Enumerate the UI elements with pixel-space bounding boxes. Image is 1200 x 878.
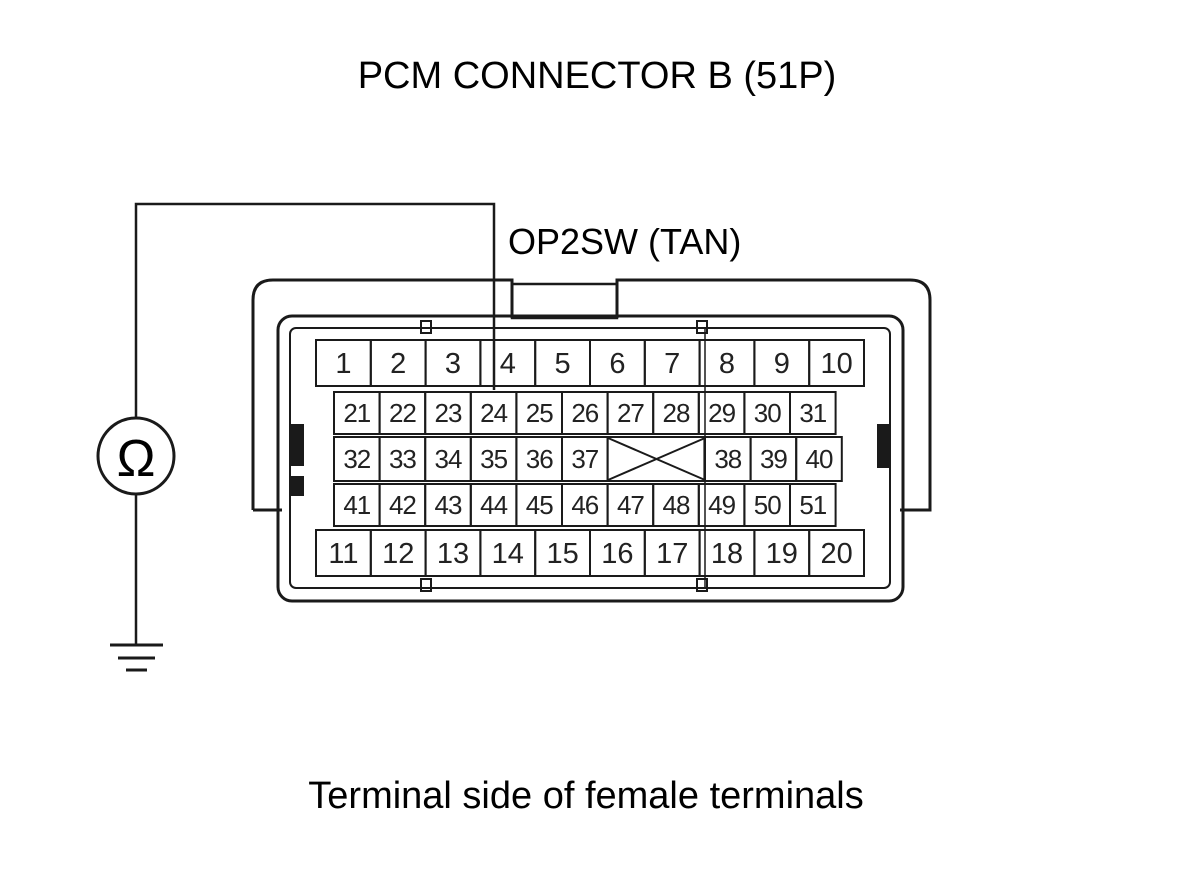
terminal-label-25: 25 [526,398,553,428]
terminal-label-35: 35 [480,444,507,474]
blank-cavity [607,437,706,481]
side-lock-left [291,424,304,466]
terminal-label-10: 10 [820,348,852,380]
terminal-label-22: 22 [389,398,416,428]
terminal-label-1: 1 [335,348,351,380]
terminal-label-23: 23 [435,398,462,428]
terminal-label-26: 26 [571,398,598,428]
terminal-label-43: 43 [435,490,462,520]
terminal-label-31: 31 [799,398,826,428]
terminal-label-50: 50 [754,490,781,520]
terminal-label-39: 39 [760,444,787,474]
terminal-label-14: 14 [492,538,524,570]
terminal-label-18: 18 [711,538,743,570]
diagram-title: PCM CONNECTOR B (51P) [358,55,837,97]
terminal-label-12: 12 [382,538,414,570]
terminal-label-48: 48 [663,490,690,520]
terminal-label-5: 5 [555,348,571,380]
terminal-label-20: 20 [820,538,852,570]
terminal-label-40: 40 [806,444,833,474]
terminal-label-30: 30 [754,398,781,428]
terminal-label-15: 15 [546,538,578,570]
terminal-label-4: 4 [500,348,516,380]
terminal-label-24: 24 [480,398,507,428]
terminal-label-7: 7 [664,348,680,380]
terminal-label-17: 17 [656,538,688,570]
terminal-label-44: 44 [480,490,507,520]
terminal-label-41: 41 [343,490,370,520]
terminal-cavity-20 [808,529,866,577]
probe-label: OP2SW (TAN) [508,221,741,262]
terminal-label-13: 13 [437,538,469,570]
connector-body [276,314,905,603]
terminal-label-8: 8 [719,348,735,380]
terminal-label-33: 33 [389,444,416,474]
terminal-label-51: 51 [799,490,826,520]
terminal-label-11: 11 [328,538,358,570]
terminal-label-2: 2 [390,348,406,380]
terminal-label-49: 49 [708,490,735,520]
terminal-label-21: 21 [343,398,370,428]
terminal-label-42: 42 [389,490,416,520]
terminal-label-36: 36 [526,444,553,474]
terminal-label-46: 46 [571,490,598,520]
connector-housing [251,278,932,603]
terminal-label-37: 37 [571,444,598,474]
terminal-cavity-40 [795,436,843,482]
probe-wiring: Ω [96,202,496,672]
terminal-cavity-31 [789,391,837,435]
terminal-label-47: 47 [617,490,644,520]
connector-latch [510,282,619,320]
terminal-label-6: 6 [609,348,625,380]
terminal-label-32: 32 [343,444,370,474]
terminal-label-34: 34 [435,444,462,474]
diagram-caption: Terminal side of female terminals [308,775,863,817]
terminal-label-28: 28 [663,398,690,428]
terminal-label-38: 38 [714,444,741,474]
terminal-cavity-51 [789,483,837,527]
terminal-cavity-10 [808,339,866,387]
terminal-label-16: 16 [601,538,633,570]
ground-icon [110,643,163,672]
terminal-label-19: 19 [766,538,798,570]
side-lock-right [877,424,891,468]
terminal-label-9: 9 [774,348,790,380]
terminal-label-29: 29 [708,398,735,428]
terminal-label-45: 45 [526,490,553,520]
terminal-label-3: 3 [445,348,461,380]
terminal-label-27: 27 [617,398,644,428]
ohm-icon: Ω [117,430,156,488]
